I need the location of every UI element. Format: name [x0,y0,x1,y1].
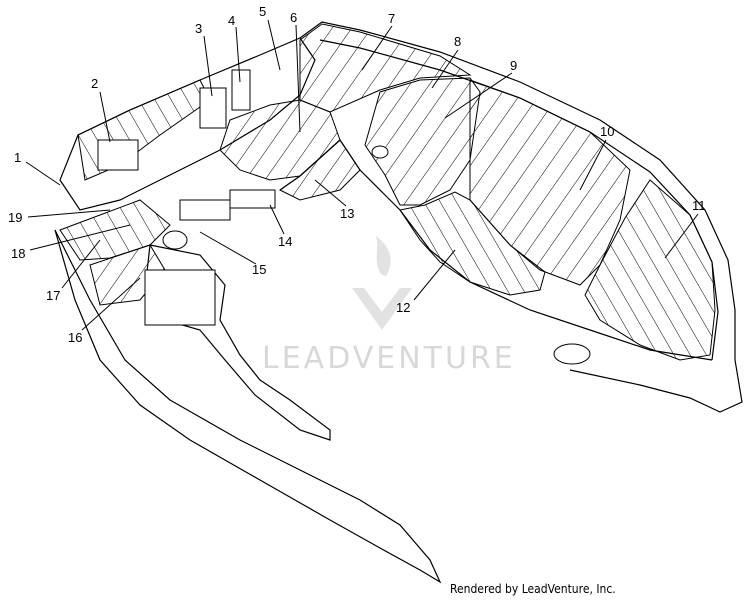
watermark-text: LEADVENTURE [262,341,516,376]
callout-label: 1 [14,150,21,165]
callout-label: 16 [68,330,82,345]
body-top-rim [299,21,743,413]
body-left-side [54,229,442,584]
callout-7: 7 [361,11,395,71]
callout-4: 4 [228,13,241,83]
callout-8: 8 [431,34,461,89]
callout-13: 13 [314,179,354,221]
callout-label: 9 [510,58,517,73]
callout-14: 14 [269,204,292,249]
callout-10: 10 [579,124,614,191]
callout-15: 15 [199,231,266,277]
callout-12: 12 [396,249,456,315]
callout-label: 4 [228,13,235,28]
callout-label: 19 [8,210,22,225]
bracket-4 [231,69,251,111]
callout-label: 18 [11,246,25,261]
callout-1: 1 [14,150,61,186]
panel-13 [279,139,361,201]
callout-label: 13 [340,206,354,221]
callout-3: 3 [195,21,213,97]
callout-label: 2 [91,76,98,91]
callout-16: 16 [68,277,141,345]
callout-label: 7 [388,11,395,26]
callout-18: 18 [11,224,131,261]
bracket-3 [199,87,227,129]
knob-center [371,145,389,159]
callout-17: 17 [46,239,101,303]
callout-19: 19 [8,209,111,225]
gauge-hole [553,343,591,365]
panel-11 [584,179,716,361]
hatched-panels [59,23,716,361]
plate-front [144,269,216,326]
callouts: 1 2 3 4 5 6 7 8 9 10 11 12 13 14 15 16 1… [8,4,706,345]
callout-2: 2 [91,76,111,143]
callout-label: 6 [290,10,297,25]
leadventure-watermark: LEADVENTURE [262,236,516,376]
callout-label: 5 [259,4,266,19]
callout-5: 5 [259,4,281,71]
panel-12 [399,191,546,296]
callout-label: 15 [252,262,266,277]
callout-6: 6 [290,10,301,133]
callout-label: 17 [46,288,60,303]
callout-label: 8 [454,34,461,49]
render-credit: Rendered by LeadVenture, Inc. [450,582,616,596]
bracket-14 [229,189,276,209]
callout-label: 12 [396,300,410,315]
callout-label: 10 [600,124,614,139]
components [97,69,591,365]
panel-9 [364,77,481,206]
panel-10 [469,79,631,286]
callout-9: 9 [444,58,517,119]
knob-left [162,230,188,250]
flame-v-logo [352,236,412,330]
bracket-15 [179,199,231,221]
callout-11: 11 [664,198,706,259]
callout-label: 3 [195,21,202,36]
bracket-2 [97,139,139,171]
callout-label: 11 [692,198,706,213]
callout-label: 14 [278,234,292,249]
